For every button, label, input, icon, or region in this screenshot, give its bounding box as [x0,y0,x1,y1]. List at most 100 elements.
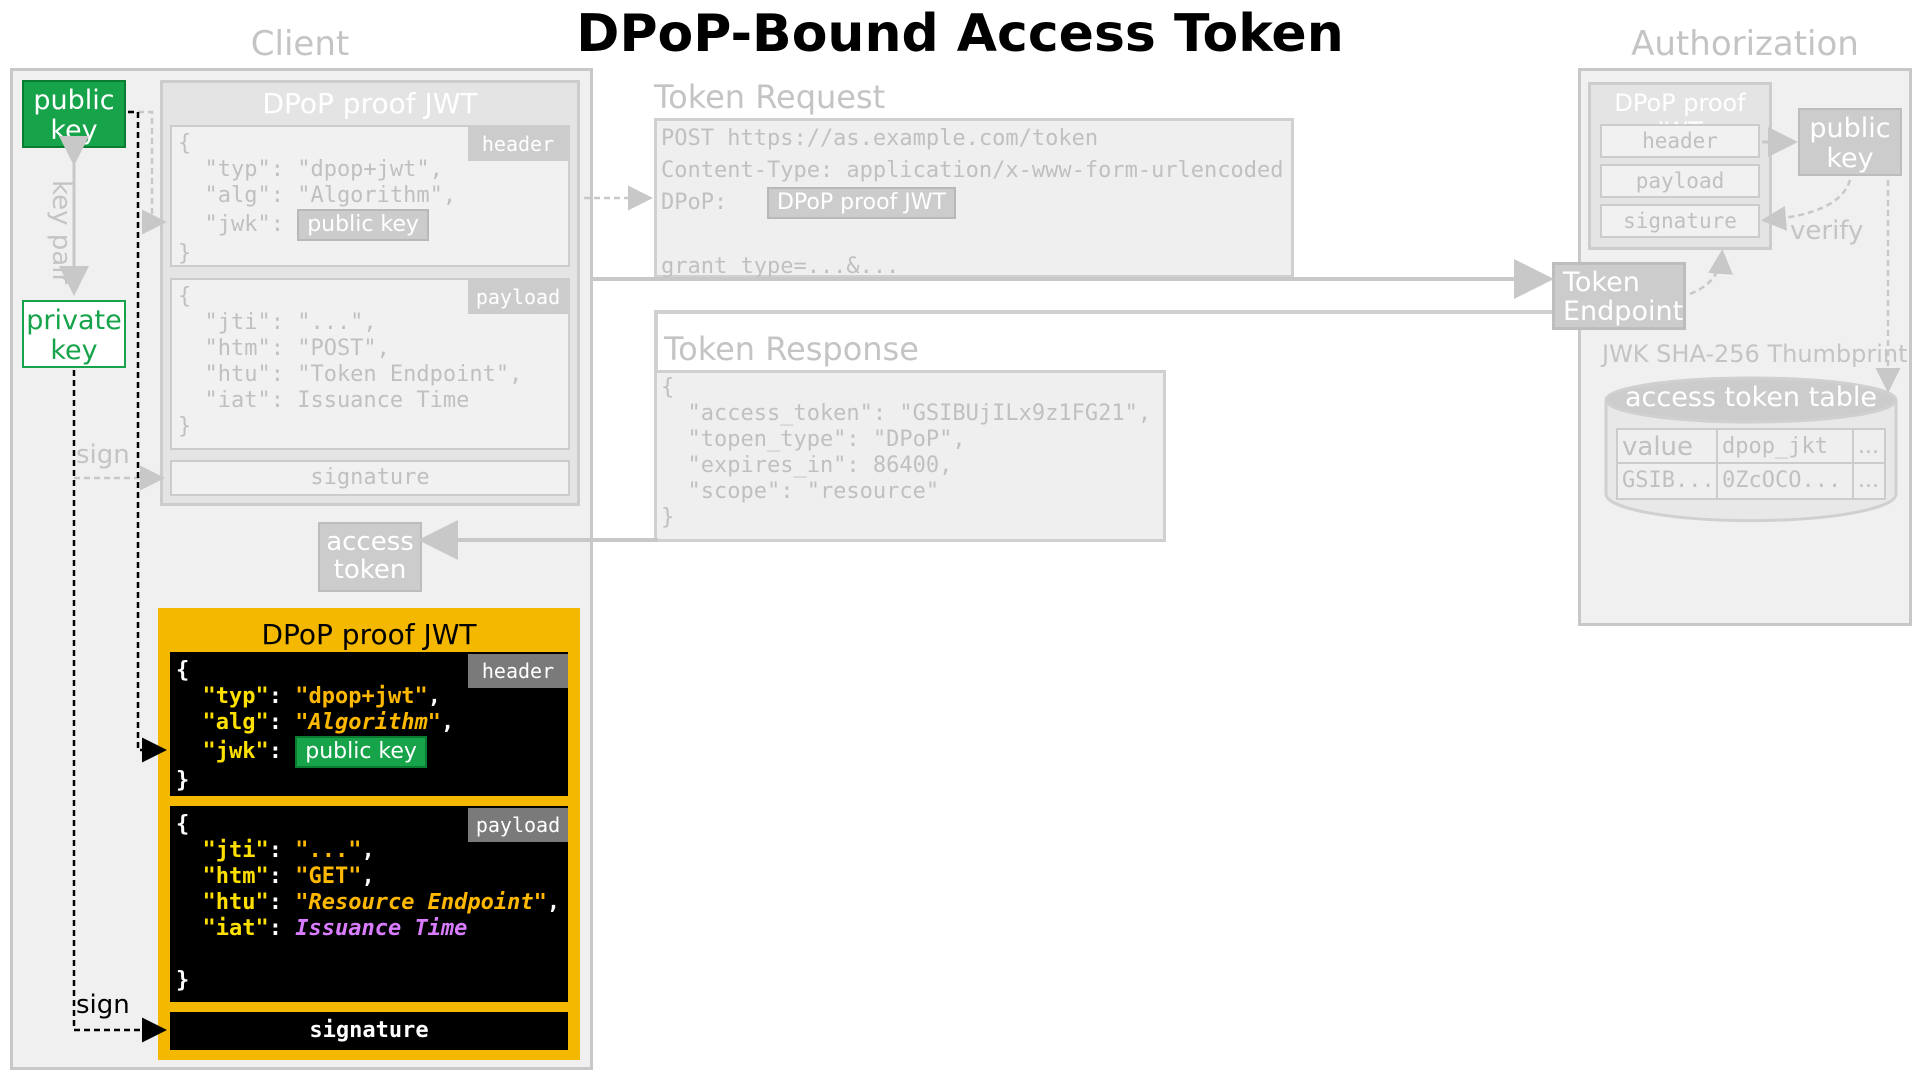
as-public-key-line1: public [1809,113,1891,144]
code-line: "alg": "Algorithm", [202,710,455,735]
db-row-cell: GSIB... [1618,464,1718,498]
ghost-jwk-public-key: public key [297,209,429,241]
ghost-jwt-title: DPoP proof JWT [262,87,478,120]
response-bracket [654,310,1552,370]
client-private-key-line2: key [50,335,98,366]
db-row-cell: ... [1858,468,1879,493]
ghost-header-tab: header [468,127,568,161]
active-payload-code: { "jti": "...", "htm": "GET", "htu": "Re… [176,812,560,994]
active-jwt-title: DPoP proof JWT [261,618,477,651]
code-line: "htm": "GET", [202,864,375,889]
code-line: "typ": "dpop+jwt", [202,684,441,709]
client-public-key: public key [22,80,126,148]
verify-label: verify [1790,216,1864,246]
ghost-header-line: "jwk": public key [178,209,456,241]
active-header-section: header { "typ": "dpop+jwt", "alg": "Algo… [170,652,568,796]
response-line: "scope": "resource" [661,479,940,504]
active-payload-tab: payload [468,808,568,842]
db-header-cell: dpop_jkt [1718,430,1854,464]
request-line [661,219,1284,251]
jti-key: "jti" [202,838,269,863]
ghost-payload-line: "jti": "...", [178,310,377,335]
as-header: header [1600,124,1760,158]
brace: } [176,968,190,993]
active-payload-section: payload { "jti": "...", "htm": "GET", "h… [170,806,568,1002]
typ-value: "dpop+jwt" [295,684,428,709]
code-line: "jti": "...", [202,838,375,863]
brace: { [176,812,190,837]
diagram-title: DPoP-Bound Access Token [576,4,1344,64]
ghost-header-code: { "typ": "dpop+jwt", "alg": "Algorithm",… [178,131,456,267]
ghost-jwk-key: "jwk": [178,212,298,237]
ghost-header-line: "typ": "dpop+jwt", [178,157,443,182]
dpop-header-key: DPoP: [661,190,741,215]
htm-key: "htm" [202,864,269,889]
access-token-box: access token [318,522,422,592]
response-line: "access_token": "GSIBUjILx9z1FG21", [661,401,1152,426]
db-header-cell: value [1618,430,1718,464]
htm-value: "GET" [295,864,362,889]
code-line [176,942,560,968]
alg-value: "Algorithm" [295,710,441,735]
response-line: "topen_type": "DPoP", [661,427,966,452]
ghost-payload-line: "iat": Issuance Time [178,388,470,413]
jti-value: "..." [295,838,362,863]
ghost-payload-line: } [178,414,192,439]
code-line: "jwk": public key [176,736,454,768]
jwk-key: "jwk" [202,739,269,764]
request-line: DPoP: DPoP proof JWT [661,187,1284,219]
typ-key: "typ" [202,684,269,709]
sign-label-active: sign [76,990,130,1020]
ghost-payload-code: { "jti": "...", "htm": "POST", "htu": "T… [178,284,522,440]
htu-key: "htu" [202,890,269,915]
client-private-key: private key [22,300,126,368]
iat-value: Issuance Time [295,916,468,941]
as-payload: payload [1600,164,1760,198]
htu-value: "Resource Endpoint" [295,890,547,915]
token-endpoint: Token Endpoint [1552,262,1686,330]
access-token-line2: token [333,555,407,585]
client-public-key-line1: public [33,85,115,116]
db-header-cell: ... [1854,430,1884,464]
code-line: "htu": "Resource Endpoint", [202,890,561,915]
token-endpoint-line2: Endpoint [1563,296,1684,327]
token-endpoint-line1: Token [1563,267,1640,298]
sign-label-ghost: sign [76,440,130,470]
request-line: grant_type=...&... [661,254,900,279]
as-public-key: public key [1798,108,1902,176]
response-line: } [661,505,675,530]
token-response-label: Token Response [664,330,919,368]
as-public-key-line2: key [1826,143,1874,174]
client-public-key-line2: key [50,115,98,146]
ghost-header-line: "alg": "Algorithm", [178,183,457,208]
key-pair-label: key pair [46,180,76,285]
ghost-payload-line: "htu": "Token Endpoint", [178,362,523,387]
code-line: "iat": Issuance Time [202,916,468,941]
token-request-label: Token Request [654,78,886,116]
ghost-signature: signature [170,460,570,496]
ghost-header-line: } [178,241,192,266]
ghost-header-section: header { "typ": "dpop+jwt", "alg": "Algo… [170,125,570,267]
access-token-line1: access [326,527,414,557]
ghost-payload-line: { [178,284,192,309]
iat-key: "iat" [202,916,269,941]
response-line: { [661,375,675,400]
brace: { [176,658,190,683]
request-line: Content-Type: application/x-www-form-url… [661,158,1284,183]
active-header-tab: header [468,654,568,688]
active-signature: signature [170,1012,568,1050]
dpop-header-value: DPoP proof JWT [766,187,956,219]
token-response-box: { "access_token": "GSIBUjILx9z1FG21", "t… [654,370,1166,542]
ghost-payload-section: payload { "jti": "...", "htm": "POST", "… [170,278,570,450]
db-table-title: access token table [1624,382,1878,413]
request-line: POST https://as.example.com/token [661,126,1099,151]
token-response-code: { "access_token": "GSIBUjILx9z1FG21", "t… [661,375,1151,531]
db-row-cell: 0ZcOCO... [1718,464,1854,498]
active-header-code: { "typ": "dpop+jwt", "alg": "Algorithm",… [176,658,454,794]
as-signature: signature [1600,204,1760,238]
brace: } [176,768,190,793]
ghost-header-line: { [178,131,192,156]
